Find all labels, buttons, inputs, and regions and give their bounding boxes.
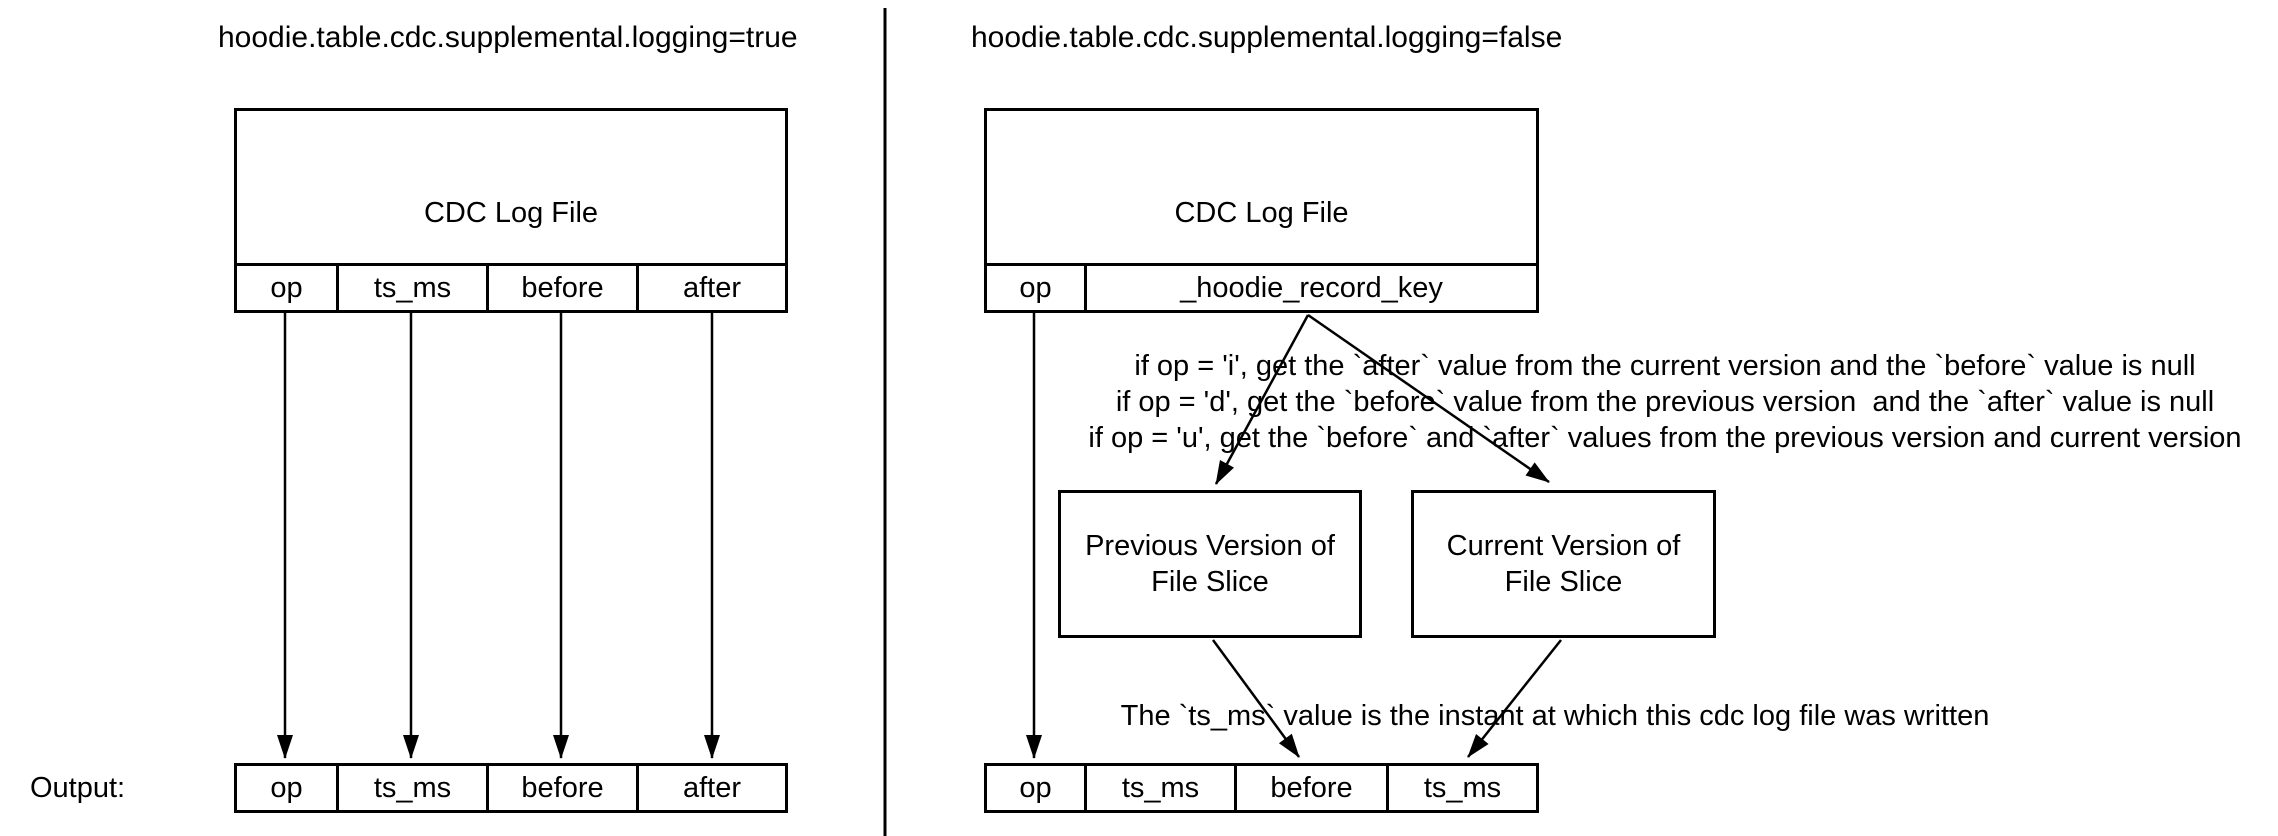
left-cdc-log-file-box: CDC Log File op ts_ms before after: [234, 108, 788, 313]
right-output-cell-ts-ms: ts_ms: [1087, 766, 1237, 810]
previous-version-label-line2: File Slice: [1151, 566, 1269, 598]
op-rule-delete: if op = 'd', get the `before` value from…: [1115, 386, 2215, 418]
left-panel-title: hoodie.table.cdc.supplemental.logging=tr…: [218, 21, 798, 54]
left-output-cell-op: op: [237, 766, 339, 810]
left-column-before: before: [489, 266, 639, 310]
previous-version-label-line1: Previous Version of: [1085, 530, 1335, 562]
previous-version-file-slice-box: Previous Version of File Slice: [1058, 490, 1362, 638]
op-rule-update: if op = 'u', get the `before` and `after…: [1088, 422, 2242, 454]
right-cdc-columns-row: op _hoodie_record_key: [987, 263, 1536, 310]
current-version-label-line1: Current Version of: [1446, 530, 1681, 562]
output-label: Output:: [30, 772, 126, 804]
left-column-op: op: [237, 266, 339, 310]
left-cdc-columns-row: op ts_ms before after: [237, 263, 785, 310]
op-rules-text: if op = 'i', get the `after` value from …: [1045, 348, 2278, 456]
left-output-cell-ts-ms: ts_ms: [339, 766, 489, 810]
left-output-cell-before: before: [489, 766, 639, 810]
op-rule-insert: if op = 'i', get the `after` value from …: [1134, 350, 2196, 382]
right-panel-title: hoodie.table.cdc.supplemental.logging=fa…: [971, 21, 1563, 54]
right-cdc-log-file-label: CDC Log File: [1174, 197, 1349, 229]
current-version-file-slice-box: Current Version of File Slice: [1411, 490, 1716, 638]
right-output-cell-op: op: [987, 766, 1087, 810]
right-output-cell-ts-ms-2: ts_ms: [1423, 771, 1502, 804]
right-output-row: op ts_ms before ts_ms: [984, 763, 1539, 813]
right-cdc-log-file-box: CDC Log File op _hoodie_record_key: [984, 108, 1539, 313]
left-output-cell-after: after: [682, 771, 742, 804]
current-version-label-line2: File Slice: [1504, 566, 1623, 598]
right-column-op: op: [987, 266, 1087, 310]
left-cdc-log-file-label: CDC Log File: [423, 197, 599, 229]
ts-ms-note: The `ts_ms` value is the instant at whic…: [1120, 700, 1990, 732]
right-column-hoodie-record-key: _hoodie_record_key: [1180, 271, 1443, 304]
left-column-ts-ms: ts_ms: [339, 266, 489, 310]
left-column-after: after: [682, 271, 742, 304]
right-output-cell-before: before: [1237, 766, 1389, 810]
left-output-row: op ts_ms before after: [234, 763, 788, 813]
